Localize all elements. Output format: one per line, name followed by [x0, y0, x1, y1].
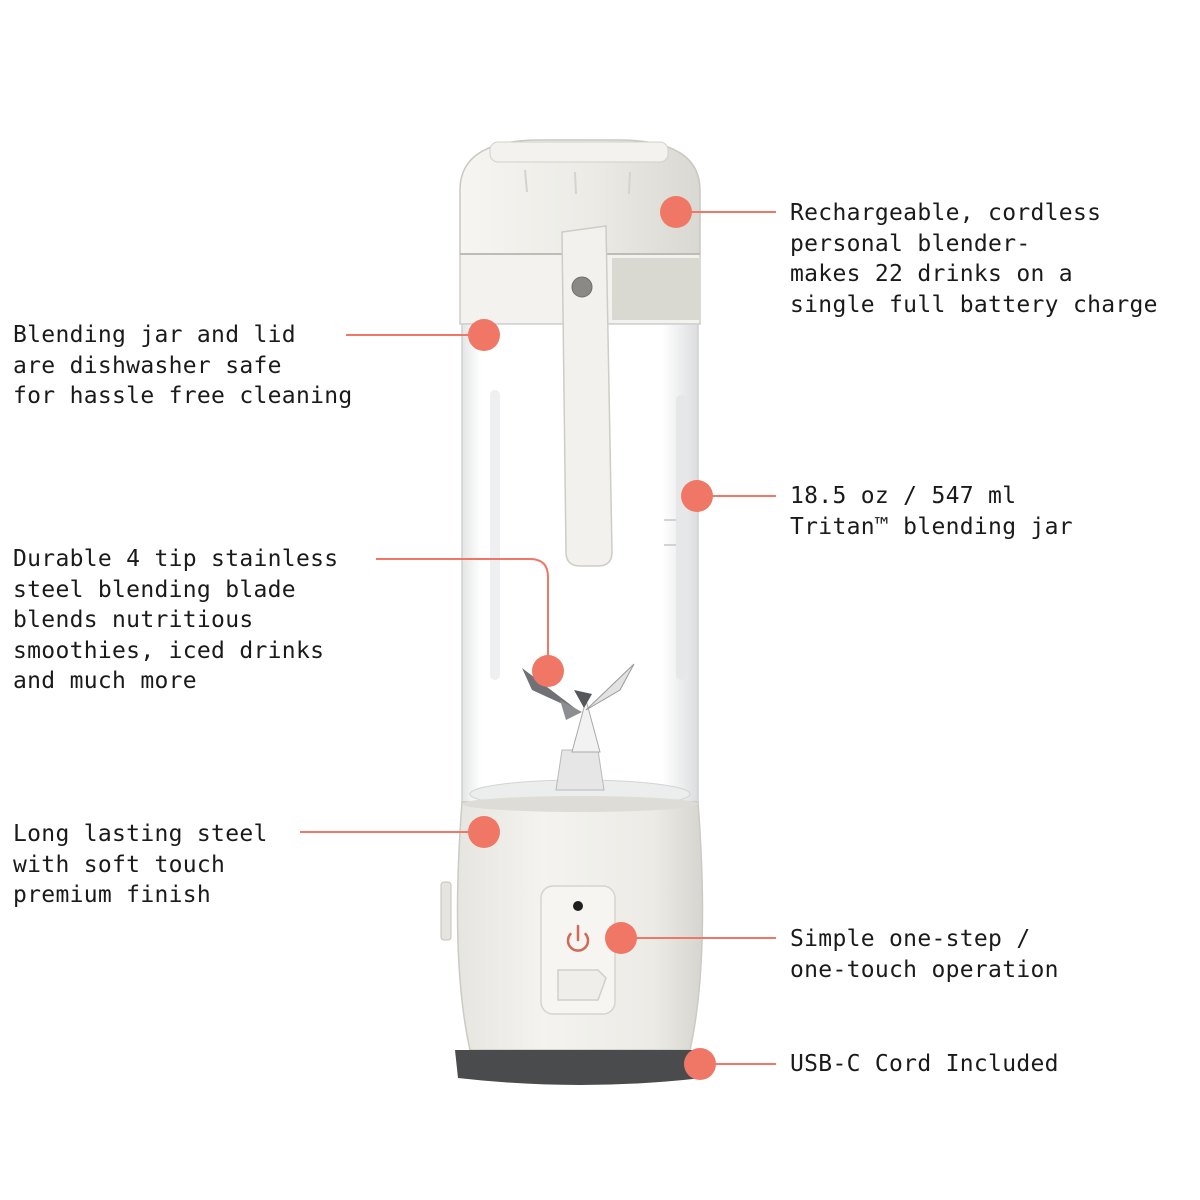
indicator-dot	[573, 901, 583, 911]
callout-usbc-text: USB-C Cord Included	[790, 1051, 1059, 1077]
callout-dot-base	[468, 816, 500, 848]
callout-dot-usbc	[684, 1048, 716, 1080]
callout-capacity-text: 18.5 oz / 547 ml Tritan™ blending jar	[790, 483, 1073, 540]
carry-strap	[561, 225, 613, 567]
callout-dot-operation	[605, 922, 637, 954]
callout-dot-capacity	[681, 480, 713, 512]
blade-assembly	[522, 663, 635, 791]
callout-battery-text: Rechargeable, cordless personal blender-…	[790, 200, 1158, 318]
motor-base	[440, 796, 705, 1085]
callout-blade-text: Durable 4 tip stainless steel blending b…	[13, 546, 339, 694]
callout-dot-blade	[532, 655, 564, 687]
callout-operation-text: Simple one-step / one-touch operation	[790, 926, 1059, 983]
callout-base-text: Long lasting steel with soft touch premi…	[13, 821, 268, 908]
callout-line-blade	[376, 558, 549, 671]
callout-jar-lid-text: Blending jar and lid are dishwasher safe…	[13, 322, 353, 409]
callout-dot-jar-lid	[468, 319, 500, 351]
callout-markers	[300, 196, 776, 1080]
power-icon	[566, 924, 590, 952]
callout-dot-battery	[660, 196, 692, 228]
